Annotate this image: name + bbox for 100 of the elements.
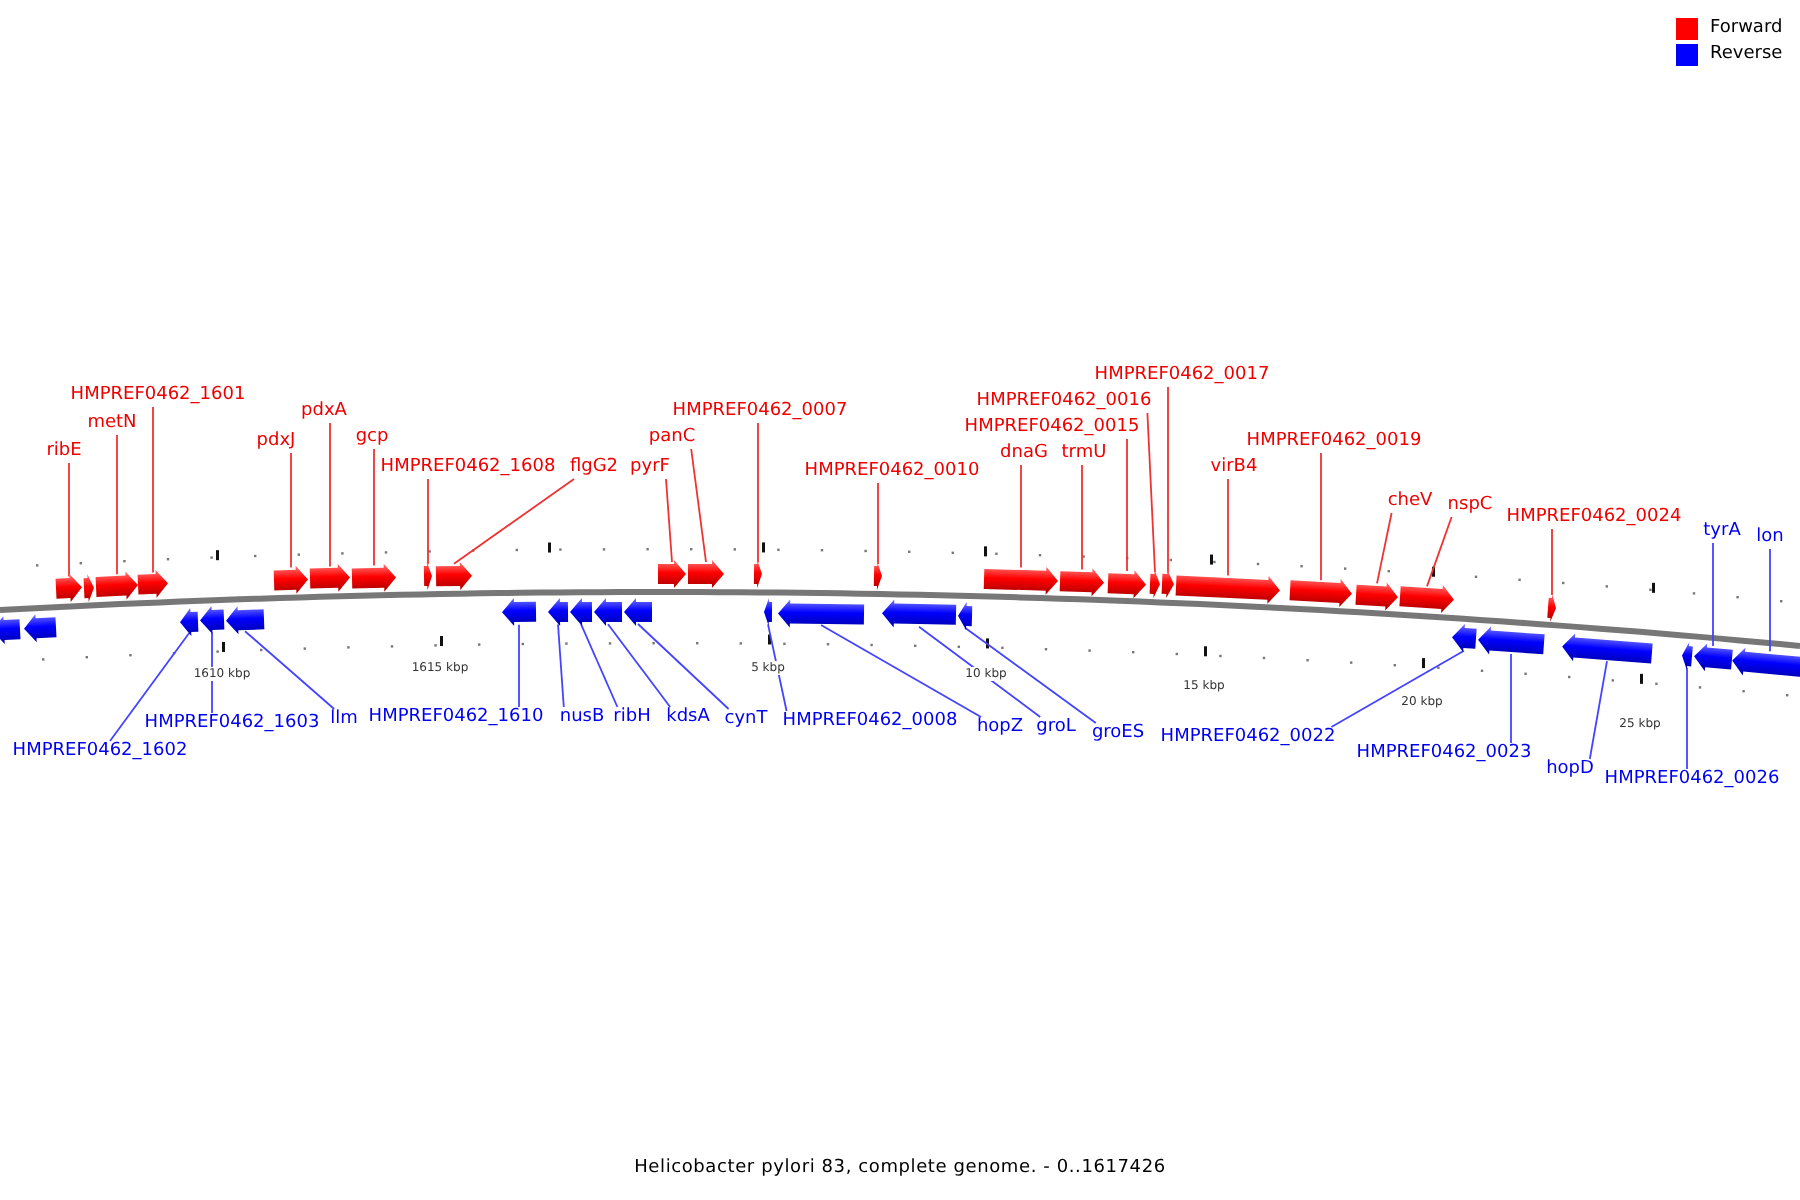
gene-feature [873, 561, 883, 591]
gene-feature [137, 570, 169, 600]
gene-label: HMPREF0462_0007 [672, 401, 848, 423]
gene-feature [593, 598, 623, 627]
gene-label: HMPREF0462_1610 [368, 707, 544, 729]
gene-label: tyrA [1703, 521, 1741, 543]
gene-label: gcp [355, 427, 389, 449]
leader-line [1146, 412, 1156, 574]
leader-line [290, 452, 292, 569]
gene-feature [23, 613, 57, 643]
gene-label: llm [330, 709, 358, 731]
gene-feature [1561, 631, 1653, 667]
leader-line [109, 632, 190, 742]
leader-line [607, 623, 672, 708]
gene-label: HMPREF0462_1601 [70, 385, 246, 407]
gene-label: lon [1756, 527, 1784, 549]
leader-line [1167, 386, 1169, 574]
gene-feature [95, 571, 139, 602]
gene-feature [624, 598, 652, 626]
gene-label: HMPREF0462_1602 [12, 741, 188, 763]
leader-line [1227, 478, 1229, 577]
gene-feature [1289, 576, 1353, 608]
gene-feature [83, 573, 95, 602]
leader-line [1376, 512, 1393, 585]
gene-feature [1149, 569, 1161, 599]
gene-feature [881, 600, 957, 630]
gene-feature [569, 598, 593, 627]
gene-label: pdxJ [256, 431, 296, 453]
leader-line [1081, 464, 1083, 571]
gene-feature [309, 563, 351, 594]
gene-feature [1059, 566, 1105, 597]
leader-line [557, 623, 565, 708]
leader-line [1588, 660, 1608, 760]
leader-line [1320, 452, 1322, 582]
gene-feature [1451, 624, 1477, 654]
gene-label: hopD [1546, 759, 1594, 781]
leader-line [964, 626, 1097, 724]
gene-feature [687, 560, 725, 589]
gene-label: HMPREF0462_0016 [976, 391, 1152, 413]
gene-label: HMPREF0462_0015 [964, 417, 1140, 439]
legend-label: Reverse [1710, 44, 1783, 66]
leader-line [1126, 438, 1128, 572]
gene-feature [753, 560, 763, 589]
gene-feature [225, 604, 265, 634]
gene-feature [1355, 580, 1399, 611]
leader-line [1686, 666, 1688, 770]
leader-line [1510, 653, 1512, 744]
gene-feature [0, 615, 21, 645]
gene-feature [547, 598, 569, 627]
gene-label: HMPREF0462_0024 [1506, 507, 1682, 529]
leader-line [427, 478, 429, 566]
gene-label: hopZ [976, 717, 1024, 739]
gene-label: nusB [559, 707, 605, 729]
leader-line [453, 478, 575, 565]
gene-feature [983, 564, 1059, 595]
gene-label: cynT [724, 709, 768, 731]
leader-line [373, 448, 375, 567]
gene-feature [55, 573, 83, 604]
gene-label: HMPREF0462_0022 [1160, 727, 1336, 749]
gene-label: cheV [1387, 491, 1433, 513]
gene-feature [423, 562, 433, 591]
gene-label: flgG2 [569, 457, 619, 479]
caption: Helicobacter pylori 83, complete genome. - 0..1617426 [632, 1156, 1168, 1180]
gene-label: pyrF [630, 457, 670, 479]
gene-feature [1161, 570, 1175, 599]
leader-line [1769, 548, 1771, 653]
leader-line [1712, 542, 1714, 647]
gene-feature [1175, 570, 1281, 604]
leader-line [329, 422, 331, 568]
gene-feature [501, 598, 537, 627]
leader-line [820, 624, 982, 718]
gene-feature [1107, 568, 1147, 598]
gene-label: ribH [613, 707, 651, 729]
gene-feature [199, 605, 225, 635]
gene-feature [273, 565, 309, 595]
gene-label: HMPREF0462_0026 [1604, 769, 1780, 791]
gene-feature [777, 598, 865, 628]
gene-label: panC [648, 427, 696, 449]
leader-line [1330, 649, 1465, 728]
gene-feature [351, 562, 397, 592]
gene-label: HMPREF0462_1603 [144, 713, 320, 735]
leader-line [1551, 528, 1553, 596]
leader-line [757, 422, 759, 564]
gene-label: trmU [1061, 443, 1107, 465]
gene-feature [179, 606, 199, 636]
leader-line [152, 406, 154, 574]
gene-feature [435, 561, 473, 591]
gene-label: virB4 [1210, 457, 1258, 479]
gene-feature [957, 601, 973, 630]
gene-label: HMPREF0462_0017 [1094, 365, 1270, 387]
gene-label: groES [1091, 723, 1145, 745]
gene-feature [1477, 625, 1545, 659]
gene-label: dnaG [1000, 443, 1048, 465]
gene-label: pdxA [301, 401, 347, 423]
gene-label: groL [1036, 717, 1076, 739]
leader-line [518, 623, 520, 708]
gene-label: HMPREF0462_0010 [804, 461, 980, 483]
gene-label: kdsA [666, 707, 710, 729]
leader-line [68, 462, 70, 578]
gene-label: metN [87, 413, 137, 435]
